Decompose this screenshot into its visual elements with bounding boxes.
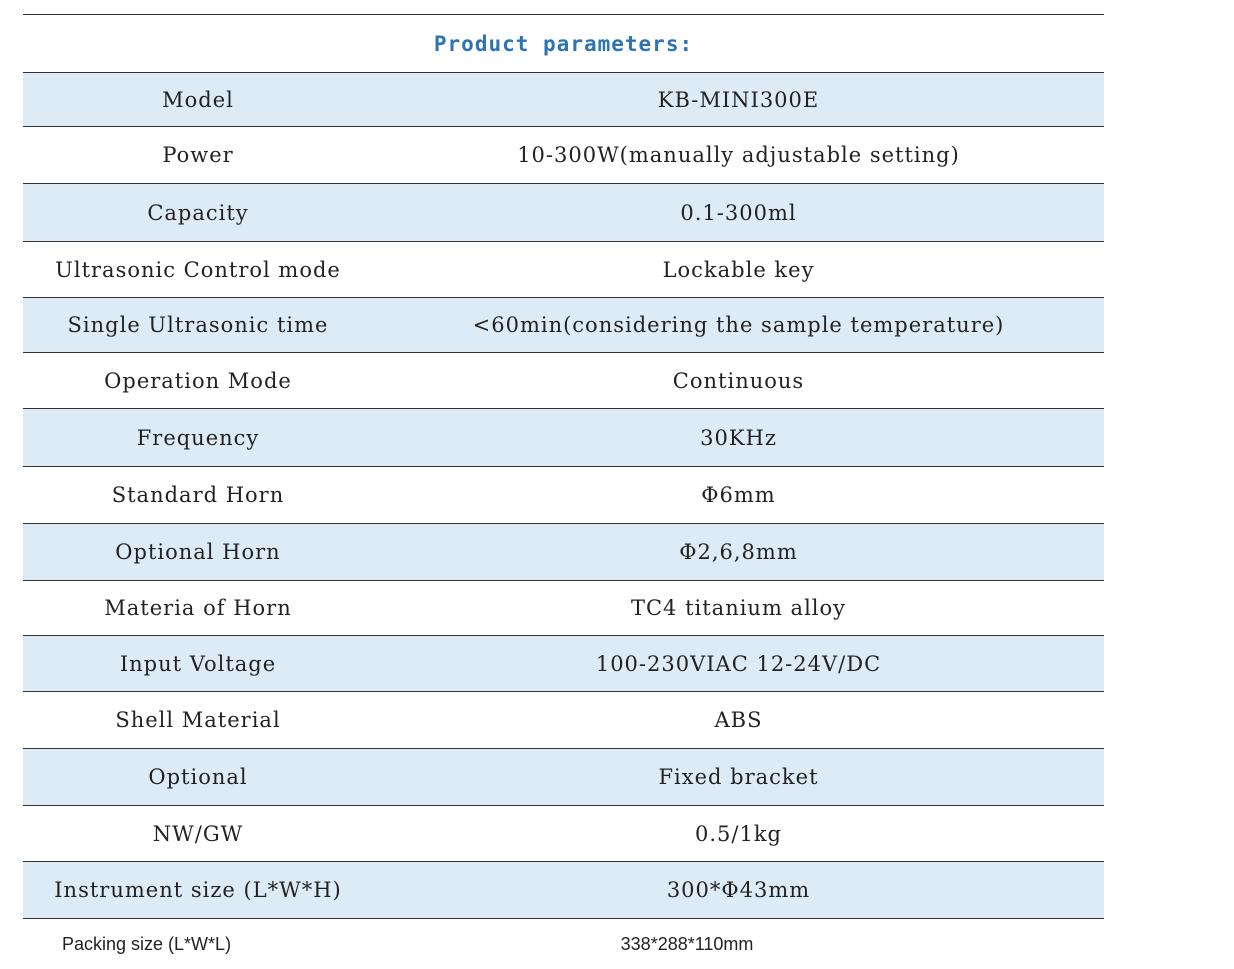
table-row: Single Ultrasonic time <60min(considerin…	[23, 298, 1104, 353]
parameter-label: Standard Horn	[111, 483, 285, 507]
parameter-value: 10-300W(manually adjustable setting)	[517, 143, 960, 167]
parameter-value: KB-MINI300E	[657, 87, 820, 112]
parameter-value: 30KHz	[700, 425, 777, 450]
table-row: Frequency 30KHz	[23, 409, 1104, 467]
parameter-label: Frequency	[136, 425, 260, 450]
parameter-value: Lockable key	[662, 257, 815, 282]
parameter-value: 0.1-300ml	[680, 200, 797, 225]
parameter-label: Optional	[148, 765, 248, 789]
parameter-value: 100-230VIAC 12-24V/DC	[595, 651, 882, 676]
parameter-value: 338*288*110mm	[620, 933, 754, 954]
table-row: Input Voltage 100-230VIAC 12-24V/DC	[23, 636, 1104, 692]
parameter-label: Packing size (L*W*L)	[62, 933, 232, 954]
parameter-value: 300*Φ43mm	[666, 878, 811, 902]
parameter-label: Power	[162, 143, 234, 167]
table-row: Instrument size (L*W*H) 300*Φ43mm	[23, 862, 1104, 919]
table-row: Capacity 0.1-300ml	[23, 184, 1104, 242]
parameter-value: ABS	[714, 708, 763, 732]
product-parameters-table: Product parameters: Model KB-MINI300E Po…	[23, 14, 1104, 969]
parameter-label: Single Ultrasonic time	[67, 313, 329, 337]
parameter-label: Shell Material	[115, 708, 281, 732]
parameter-label: Capacity	[147, 200, 249, 225]
table-row: Model KB-MINI300E	[23, 73, 1104, 127]
table-row: Packing size (L*W*L) 338*288*110mm	[23, 919, 1104, 969]
parameter-value: TC4 titanium alloy	[630, 596, 847, 620]
table-row: Power 10-300W(manually adjustable settin…	[23, 127, 1104, 184]
parameter-label: Operation Mode	[104, 368, 292, 393]
parameter-value: Φ2,6,8mm	[679, 540, 798, 564]
table-row: Operation Mode Continuous	[23, 353, 1104, 409]
parameter-label: Instrument size (L*W*H)	[54, 878, 342, 902]
table-row: Materia of Horn TC4 titanium alloy	[23, 581, 1104, 636]
table-row: Standard Horn Φ6mm	[23, 467, 1104, 524]
parameter-label: Input Voltage	[119, 651, 277, 676]
table-title: Product parameters:	[433, 31, 694, 56]
parameter-value: Continuous	[672, 368, 805, 393]
table-row: Ultrasonic Control mode Lockable key	[23, 242, 1104, 298]
table-row: Optional Horn Φ2,6,8mm	[23, 524, 1104, 581]
parameter-label: Model	[162, 87, 234, 112]
table-row: Optional Fixed bracket	[23, 749, 1104, 806]
parameter-value: <60min(considering the sample temperatur…	[472, 313, 1005, 337]
parameter-label: Optional Horn	[115, 540, 281, 564]
parameter-label: Materia of Horn	[104, 596, 292, 620]
table-row: NW/GW 0.5/1kg	[23, 806, 1104, 862]
table-title-row: Product parameters:	[23, 14, 1104, 73]
table-row: Shell Material ABS	[23, 692, 1104, 749]
parameter-label: NW/GW	[152, 821, 244, 846]
parameter-value: Fixed bracket	[658, 765, 819, 789]
parameter-label: Ultrasonic Control mode	[55, 257, 341, 282]
parameter-value: Φ6mm	[701, 483, 776, 507]
parameter-value: 0.5/1kg	[694, 821, 782, 846]
